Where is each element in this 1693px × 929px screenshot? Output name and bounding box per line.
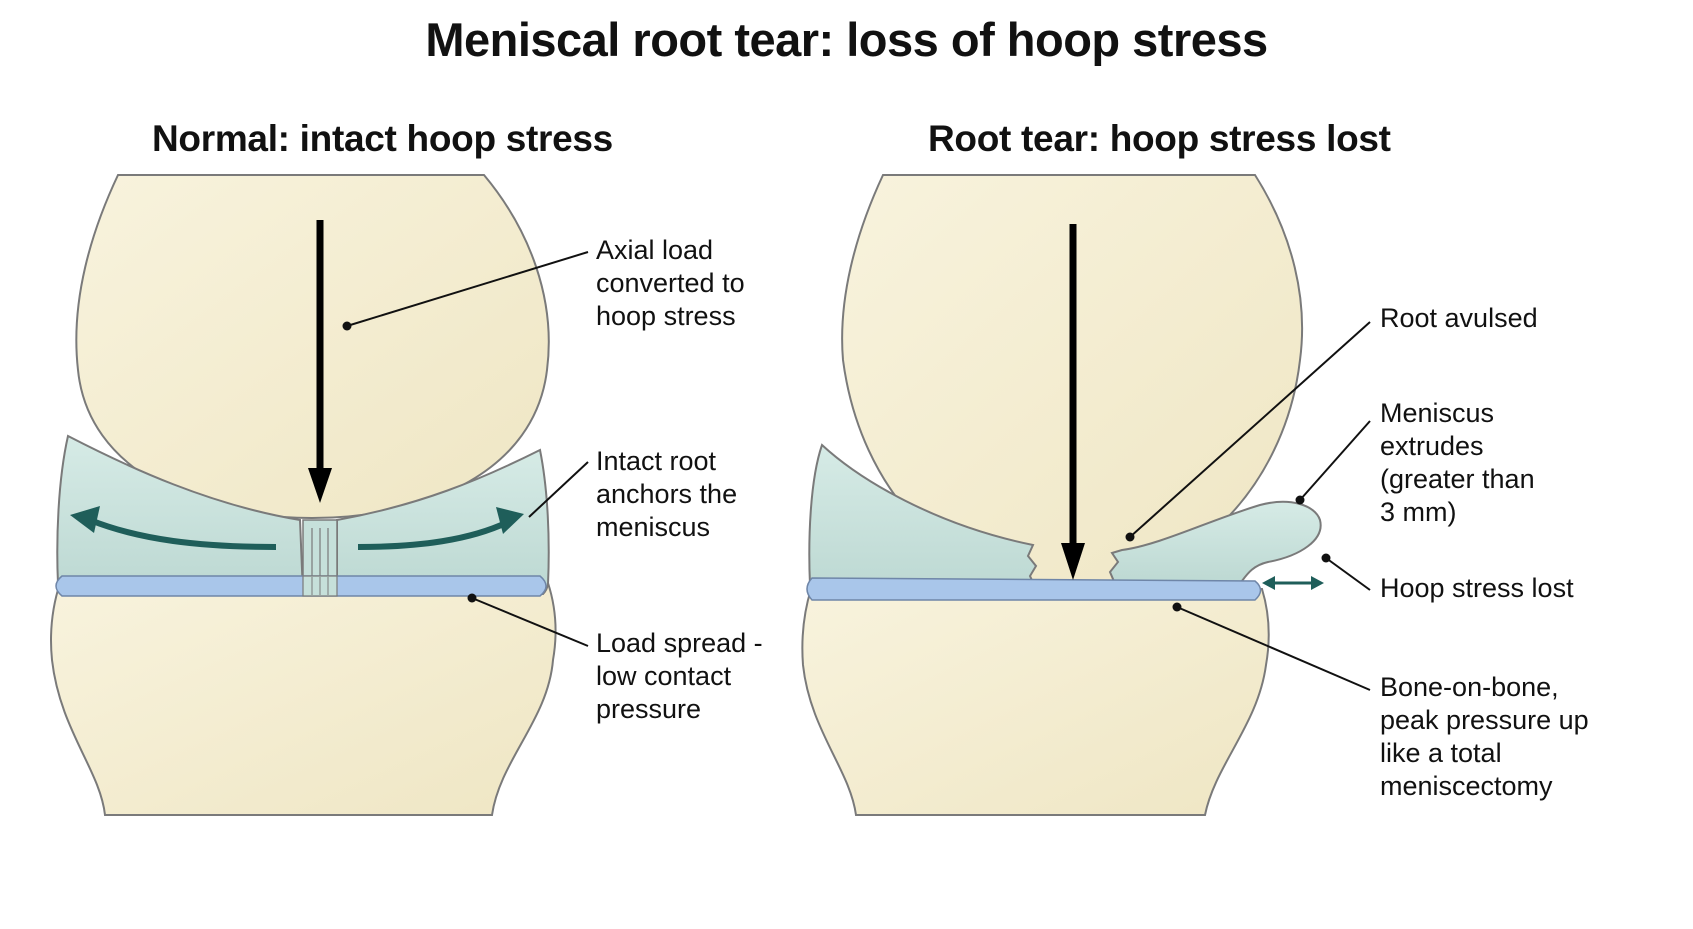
tear-cartilage [806, 577, 1262, 601]
label-hoop-stress-lost: Hoop stress lost [1380, 573, 1574, 603]
normal-hoop-arrow-right [357, 519, 510, 550]
tear-meniscus-extruded [1108, 500, 1322, 587]
normal-cartilage [55, 575, 547, 597]
normal-knee [50, 174, 557, 816]
normal-panel-heading: Normal: intact hoop stress [152, 118, 613, 159]
label-bone-on-bone: Bone-on-bone, peak pressure up like a to… [1380, 672, 1589, 801]
tear-tibia [801, 588, 1270, 816]
label-intact-root: Intact root anchors the meniscus [596, 446, 738, 542]
normal-femur [75, 174, 550, 520]
label-axial-load: Axial load converted to hoop stress [596, 235, 745, 331]
diagram-title: Meniscal root tear: loss of hoop stress [425, 13, 1268, 66]
normal-meniscus-lateral [336, 448, 550, 595]
label-root-avulsed: Root avulsed [1380, 303, 1538, 333]
normal-tibia [50, 582, 557, 816]
label-load-spread: Load spread - low contact pressure [596, 628, 763, 724]
label-meniscus-extrudes: Meniscus extrudes (greater than 3 mm) [1380, 398, 1535, 527]
tear-panel-heading: Root tear: hoop stress lost [928, 118, 1391, 159]
tear-knee [801, 174, 1324, 816]
normal-hoop-arrow-left [88, 517, 277, 550]
